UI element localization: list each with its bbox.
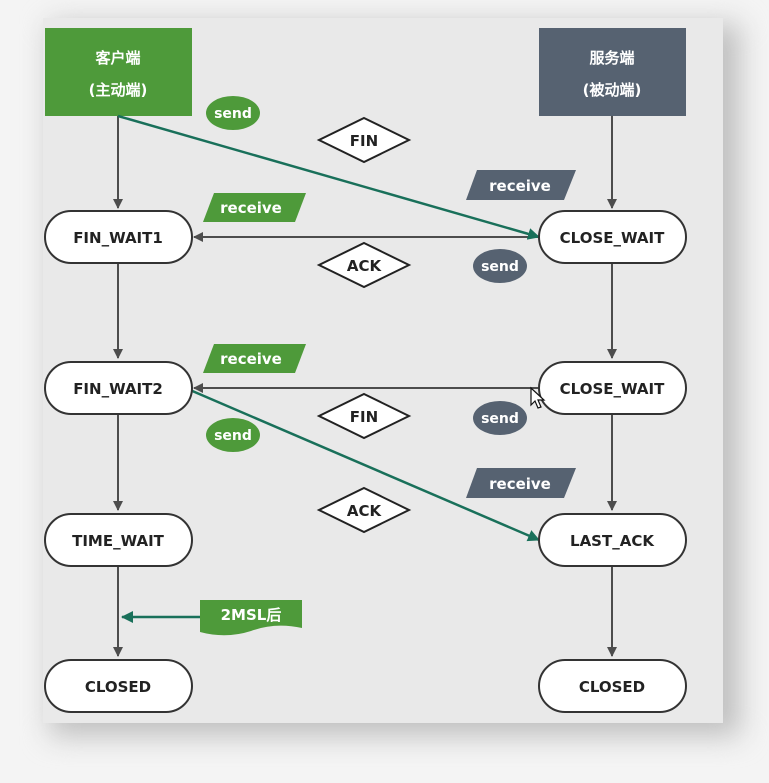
receive-tag-3: receive <box>466 170 576 200</box>
send-tag-2-label: send <box>481 259 519 275</box>
message-fin-1-label: FIN <box>350 132 378 150</box>
client-title: 客户端 <box>94 49 140 67</box>
message-fin-2-label: FIN <box>350 408 378 426</box>
state-fin-wait2-label: FIN_WAIT2 <box>73 380 163 398</box>
state-close-wait-2: CLOSE_WAIT <box>538 361 687 415</box>
state-fin-wait2: FIN_WAIT2 <box>44 361 193 415</box>
state-close-wait-1-label: CLOSE_WAIT <box>560 229 665 247</box>
send-tag-3-label: send <box>214 428 252 444</box>
state-close-wait-2-label: CLOSE_WAIT <box>560 380 665 398</box>
send-tag-2: send <box>473 249 527 283</box>
state-time-wait-label: TIME_WAIT <box>72 532 165 550</box>
receive-tag-4-label: receive <box>489 475 551 493</box>
fin-arrow-1 <box>117 114 540 240</box>
state-client-closed-label: CLOSED <box>85 678 151 696</box>
receive-tag-4: receive <box>466 468 576 498</box>
message-fin-1: FIN <box>316 116 412 164</box>
server-header: 服务端 (被动端) <box>539 28 686 116</box>
state-close-wait-1: CLOSE_WAIT <box>538 210 687 264</box>
state-time-wait: TIME_WAIT <box>44 513 193 567</box>
server-subtitle: (被动端) <box>583 81 642 99</box>
send-tag-4: send <box>473 401 527 435</box>
mouse-cursor-icon <box>530 386 546 409</box>
send-tag-3: send <box>206 418 260 452</box>
state-client-closed: CLOSED <box>44 659 193 713</box>
server-title: 服务端 <box>589 49 634 67</box>
send-tag-1-label: send <box>214 106 252 122</box>
receive-tag-2: receive <box>203 344 306 373</box>
state-server-closed: CLOSED <box>538 659 687 713</box>
ack-arrow-2 <box>189 388 540 542</box>
state-last-ack: LAST_ACK <box>538 513 687 567</box>
message-fin-2: FIN <box>316 392 412 440</box>
state-fin-wait1: FIN_WAIT1 <box>44 210 193 264</box>
receive-tag-1: receive <box>203 193 306 222</box>
send-tag-4-label: send <box>481 411 519 427</box>
receive-tag-1-label: receive <box>220 199 282 217</box>
receive-tag-3-label: receive <box>489 177 551 195</box>
message-ack-1: ACK <box>316 241 412 289</box>
state-last-ack-label: LAST_ACK <box>570 532 655 550</box>
client-subtitle: (主动端) <box>89 81 148 99</box>
send-tag-1: send <box>206 96 260 130</box>
msl-tag: 2MSL后 <box>200 600 302 636</box>
message-ack-2-label: ACK <box>347 502 383 520</box>
receive-tag-2-label: receive <box>220 350 282 368</box>
state-fin-wait1-label: FIN_WAIT1 <box>73 229 163 247</box>
client-header: 客户端 (主动端) <box>45 28 192 116</box>
state-server-closed-label: CLOSED <box>579 678 645 696</box>
message-ack-2: ACK <box>316 486 412 534</box>
message-ack-1-label: ACK <box>347 257 383 275</box>
msl-tag-label: 2MSL后 <box>221 606 282 624</box>
